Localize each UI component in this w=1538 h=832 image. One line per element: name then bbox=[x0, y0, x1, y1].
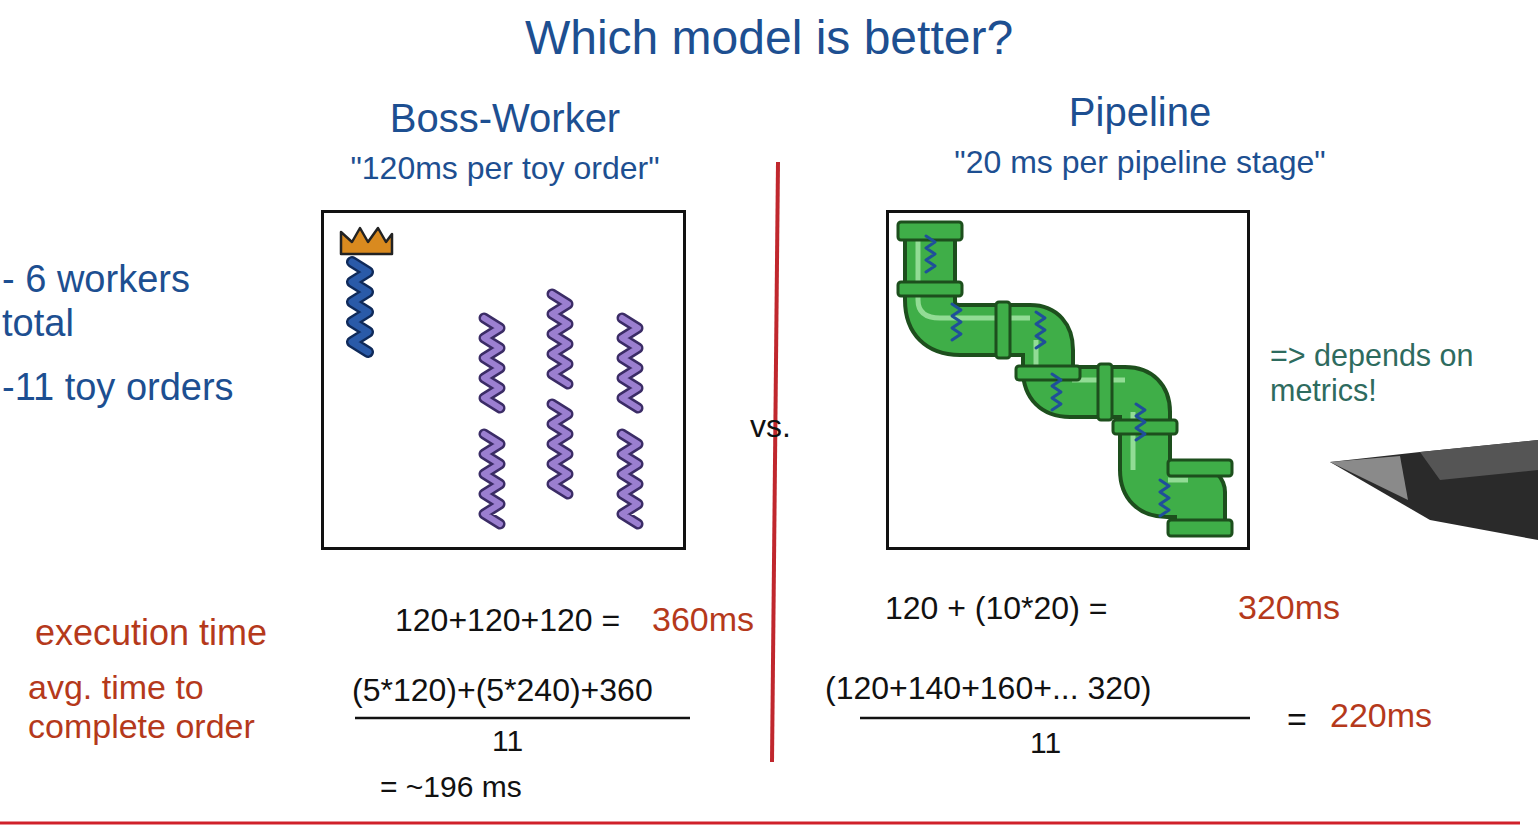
divider-line bbox=[772, 162, 778, 762]
progress-bar bbox=[0, 822, 1520, 825]
model-subtitle-row: "120ms per toy order" bbox=[290, 150, 720, 187]
equals-sign: = bbox=[1287, 700, 1307, 739]
metric-name: execution time bbox=[35, 612, 267, 653]
result-value: 320ms bbox=[1238, 588, 1340, 627]
result-value: = ~196 ms bbox=[380, 770, 522, 805]
calculation: (120+140+160+... 320) bbox=[825, 670, 1152, 707]
fraction-line bbox=[355, 717, 690, 720]
vs-text: vs. bbox=[750, 408, 791, 445]
pipeline-pipes bbox=[898, 222, 1232, 536]
fraction-line bbox=[860, 717, 1250, 720]
denominator: 11 bbox=[1030, 726, 1061, 761]
boss-thread bbox=[341, 228, 392, 352]
model-subtitle-row: "20 ms per pipeline stage" bbox=[860, 144, 1420, 181]
worker-threads bbox=[484, 294, 638, 524]
note-text: -11 toy orders bbox=[2, 366, 234, 410]
denominator: 11 bbox=[492, 724, 523, 759]
box-outline bbox=[321, 210, 686, 550]
calculation: (5*120)+(5*240)+360 bbox=[352, 672, 653, 709]
title: Which model is better? bbox=[0, 10, 1538, 65]
result-value: 360ms bbox=[652, 600, 754, 639]
model-subtitle: "120ms per toy order" bbox=[350, 150, 659, 187]
model-heading: Boss-Worker bbox=[390, 96, 620, 141]
box-outline bbox=[886, 210, 1250, 550]
calculation: 120 + (10*20) = bbox=[885, 590, 1107, 627]
conclusion-note: => depends on metrics! bbox=[1270, 338, 1534, 408]
model-subtitle: "20 ms per pipeline stage" bbox=[954, 144, 1325, 181]
result-value: 220ms bbox=[1330, 696, 1432, 735]
metric-name: avg. time to complete order bbox=[28, 668, 328, 746]
model-box: Boss-Worker "120ms per toy order" bbox=[290, 96, 720, 553]
note-text: - 6 workers total bbox=[2, 258, 232, 345]
model-box: Pipeline "20 ms per pipeline stage" bbox=[860, 90, 1420, 553]
model-heading-row: Boss-Worker bbox=[290, 96, 720, 141]
model-heading: Pipeline bbox=[1069, 90, 1211, 135]
pen-tip bbox=[1330, 440, 1538, 540]
calculation: 120+120+120 = bbox=[395, 602, 620, 639]
model-heading-row: Pipeline bbox=[860, 90, 1420, 135]
